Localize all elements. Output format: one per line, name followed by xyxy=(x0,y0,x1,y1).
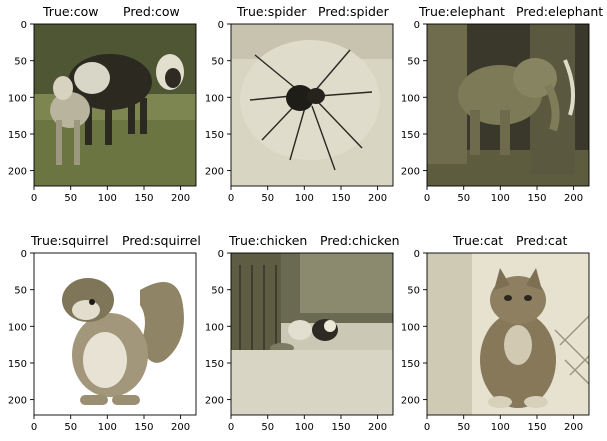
x-tick-label: 150 xyxy=(331,193,350,204)
y-tick-label: 150 xyxy=(205,130,224,141)
x-tick-label: 50 xyxy=(261,193,274,204)
x-axis: 0 50 100 150 200 xyxy=(31,186,190,204)
y-tick-label: 100 xyxy=(205,322,224,333)
cow-image xyxy=(34,24,196,186)
y-tick-label: 200 xyxy=(8,167,27,178)
x-tick-label: 200 xyxy=(564,422,583,433)
x-tick-label: 150 xyxy=(527,422,546,433)
spider-image xyxy=(231,24,393,186)
y-tick-label: 0 xyxy=(218,20,224,31)
x-tick-label: 0 xyxy=(228,422,234,433)
x-tick-label: 100 xyxy=(491,422,510,433)
y-tick-label: 200 xyxy=(205,396,224,407)
panel-pred-label: Pred:elephant xyxy=(516,4,603,19)
x-tick-label: 0 xyxy=(424,422,430,433)
x-tick-label: 100 xyxy=(98,422,117,433)
panel-cow: True:cow Pred:cow 0 50 xyxy=(8,4,197,204)
squirrel-image xyxy=(34,253,196,415)
y-tick-label: 100 xyxy=(205,93,224,104)
y-tick-label: 200 xyxy=(8,396,27,407)
panel-true-label: True:squirrel xyxy=(30,233,109,248)
panel-chicken: True:chicken Pred:chicken xyxy=(205,233,400,433)
x-tick-label: 50 xyxy=(457,422,470,433)
x-tick-label: 50 xyxy=(457,193,470,204)
panel-true-label: True:elephant xyxy=(418,4,505,19)
panel-true-label: True:cat xyxy=(452,233,503,248)
x-tick-label: 0 xyxy=(31,193,37,204)
y-axis: 0 50 100 150 200 xyxy=(205,20,231,178)
x-tick-label: 200 xyxy=(368,193,387,204)
panel-pred-label: Pred:chicken xyxy=(320,233,400,248)
x-tick-label: 50 xyxy=(64,193,77,204)
y-tick-label: 0 xyxy=(218,249,224,260)
x-tick-label: 150 xyxy=(134,422,153,433)
x-tick-label: 200 xyxy=(171,193,190,204)
x-tick-label: 0 xyxy=(228,193,234,204)
y-tick-label: 200 xyxy=(205,167,224,178)
y-tick-label: 0 xyxy=(414,249,420,260)
y-axis: 0 50 100 150 200 xyxy=(205,249,231,407)
x-tick-label: 50 xyxy=(64,422,77,433)
x-tick-label: 100 xyxy=(295,422,314,433)
x-axis: 0 50 100 150 200 xyxy=(424,186,583,204)
y-tick-label: 50 xyxy=(211,286,224,297)
panel-squirrel: True:squirrel Pred:squirrel 0 50 100 150… xyxy=(8,233,201,433)
x-tick-label: 150 xyxy=(527,193,546,204)
y-axis: 0 50 100 150 200 xyxy=(8,20,34,178)
x-tick-label: 100 xyxy=(98,193,117,204)
cat-image xyxy=(427,253,589,415)
panel-pred-label: Pred:cat xyxy=(516,233,568,248)
y-tick-label: 100 xyxy=(401,93,420,104)
chicken-image xyxy=(231,253,393,415)
panel-true-label: True:chicken xyxy=(228,233,307,248)
x-axis: 0 50 100 150 200 xyxy=(228,186,387,204)
y-tick-label: 150 xyxy=(8,130,27,141)
y-axis: 0 50 100 150 200 xyxy=(401,249,427,407)
y-tick-label: 150 xyxy=(8,359,27,370)
y-tick-label: 50 xyxy=(211,57,224,68)
y-tick-label: 200 xyxy=(401,167,420,178)
panel-pred-label: Pred:squirrel xyxy=(122,233,201,248)
x-tick-label: 100 xyxy=(491,193,510,204)
x-tick-label: 0 xyxy=(31,422,37,433)
elephant-image xyxy=(427,24,589,186)
y-tick-label: 0 xyxy=(21,249,27,260)
y-tick-label: 0 xyxy=(21,20,27,31)
y-tick-label: 150 xyxy=(401,359,420,370)
panel-pred-label: Pred:spider xyxy=(318,4,390,19)
y-tick-label: 50 xyxy=(14,286,27,297)
panel-cat: True:cat Pred:cat xyxy=(401,233,590,433)
y-tick-label: 100 xyxy=(8,322,27,333)
y-tick-label: 200 xyxy=(401,396,420,407)
x-tick-label: 50 xyxy=(261,422,274,433)
x-axis: 0 50 100 150 200 xyxy=(31,415,190,433)
y-tick-label: 100 xyxy=(401,322,420,333)
y-tick-label: 50 xyxy=(407,57,420,68)
panel-true-label: True:cow xyxy=(42,4,99,19)
x-tick-label: 0 xyxy=(424,193,430,204)
x-tick-label: 150 xyxy=(331,422,350,433)
panel-true-label: True:spider xyxy=(236,4,307,19)
panel-elephant: True:elephant Pred:elephant 0 50 100 150 xyxy=(401,4,603,204)
x-tick-label: 200 xyxy=(564,193,583,204)
x-axis: 0 50 100 150 200 xyxy=(424,415,583,433)
y-tick-label: 150 xyxy=(401,130,420,141)
x-axis: 0 50 100 150 200 xyxy=(228,415,387,433)
y-tick-label: 50 xyxy=(14,57,27,68)
y-tick-label: 100 xyxy=(8,93,27,104)
panel-spider: True:spider Pred:spider xyxy=(205,4,394,204)
panel-pred-label: Pred:cow xyxy=(123,4,180,19)
y-tick-label: 50 xyxy=(407,286,420,297)
y-tick-label: 0 xyxy=(414,20,420,31)
x-tick-label: 100 xyxy=(295,193,314,204)
y-tick-label: 150 xyxy=(205,359,224,370)
y-axis: 0 50 100 150 200 xyxy=(8,249,34,407)
y-axis: 0 50 100 150 200 xyxy=(401,20,427,178)
x-tick-label: 200 xyxy=(368,422,387,433)
x-tick-label: 200 xyxy=(171,422,190,433)
x-tick-label: 150 xyxy=(134,193,153,204)
